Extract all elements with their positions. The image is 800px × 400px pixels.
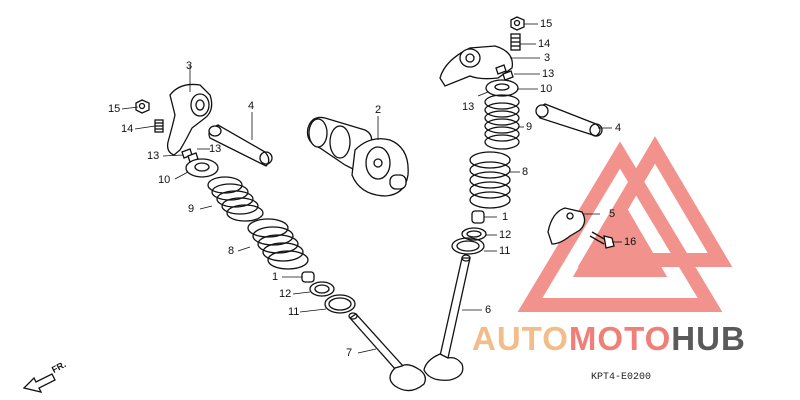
cotters-13-right xyxy=(495,64,514,81)
adjuster-screw-14-left xyxy=(154,119,164,133)
callout-14-left: 14 xyxy=(121,123,134,135)
nut-15-left xyxy=(135,99,150,114)
callout-9-right: 9 xyxy=(526,121,533,133)
callout-10-right: 10 xyxy=(540,83,553,95)
o-ring-11-right xyxy=(451,237,485,255)
rocker-arm-3-left xyxy=(166,83,213,156)
valve-stem-seal-1-right xyxy=(471,210,485,224)
spring-retainer-10-right xyxy=(485,79,519,97)
washer-12-left xyxy=(309,281,335,297)
callout-3-right: 3 xyxy=(544,52,551,64)
callout-9-left: 9 xyxy=(188,203,195,215)
watermark-logo-text: AUTOMOTOHUB xyxy=(472,322,746,355)
outer-spring-9-left xyxy=(207,176,264,222)
callout-13b-left: 13 xyxy=(209,143,222,155)
bolt-16 xyxy=(589,231,615,249)
callout-1-right: 1 xyxy=(502,211,509,223)
valve-6-exhaust xyxy=(423,254,471,381)
callout-8-left: 8 xyxy=(228,245,235,257)
callout-13a-right: 13 xyxy=(542,68,555,80)
camshaft-2 xyxy=(306,116,409,197)
valve-7-intake xyxy=(348,312,426,392)
callout-13a-left: 13 xyxy=(147,150,160,162)
o-ring-11-left xyxy=(324,294,356,314)
callout-4-right: 4 xyxy=(615,122,622,134)
nut-15-right xyxy=(510,16,525,31)
callout-14-right: 14 xyxy=(538,38,551,50)
callout-10-left: 10 xyxy=(158,174,171,186)
callout-15-right: 15 xyxy=(540,18,553,30)
rocker-shaft-4-right xyxy=(535,103,603,137)
callout-4-left: 4 xyxy=(248,100,255,112)
callout-12-left: 12 xyxy=(279,288,292,300)
washer-12-right xyxy=(461,227,487,241)
outer-spring-9-right xyxy=(484,94,520,150)
callout-3-left: 3 xyxy=(186,60,193,72)
drawing-code: KPT4-E0200 xyxy=(591,372,652,383)
callout-16: 16 xyxy=(624,236,637,248)
adjuster-screw-14-right xyxy=(510,33,521,51)
callout-11-right: 11 xyxy=(499,245,511,257)
callout-13b-right: 13 xyxy=(462,101,475,113)
inner-spring-8-left xyxy=(247,218,309,270)
callout-15-left: 15 xyxy=(108,103,121,115)
watermark-moto: MOTO xyxy=(568,320,672,357)
valve-stem-seal-1-left xyxy=(301,271,315,283)
front-arrow-icon xyxy=(22,373,56,393)
leader-lines xyxy=(121,23,622,354)
callout-1-left: 1 xyxy=(272,271,279,283)
callout-6: 6 xyxy=(485,304,492,316)
callout-5: 5 xyxy=(609,208,616,220)
watermark-hub: HUB xyxy=(671,320,746,357)
callout-7: 7 xyxy=(346,347,353,359)
inner-spring-8-right xyxy=(469,151,511,209)
callout-2: 2 xyxy=(375,104,382,116)
callout-11-left: 11 xyxy=(288,306,300,318)
watermark-auto: AUTO xyxy=(472,320,569,357)
rocker-shaft-4-left xyxy=(208,124,273,167)
spring-retainer-10-left xyxy=(185,158,219,178)
callout-12-right: 12 xyxy=(499,229,512,241)
bracket-5 xyxy=(547,207,586,245)
callout-8-right: 8 xyxy=(522,166,529,178)
